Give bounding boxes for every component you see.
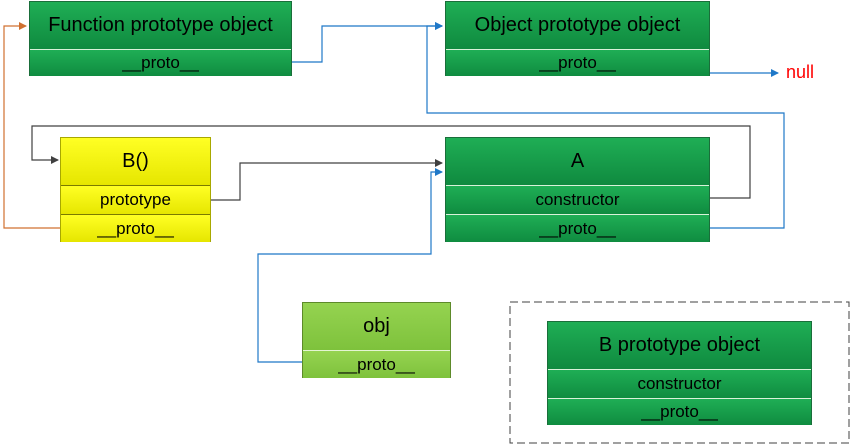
object-prototype-proto-field: __proto__ [446,49,709,76]
b-prototype-dashed-group [509,301,850,444]
a-object: A constructor __proto__ [445,137,710,242]
obj-instance-proto-field: __proto__ [303,350,450,378]
b-prototype-title: B prototype object [548,322,811,369]
object-prototype-object: Object prototype object __proto__ [445,1,710,76]
b-function-proto-field: __proto__ [61,214,210,242]
function-prototype-title: Function prototype object [30,2,291,49]
null-label: null [786,62,815,82]
arrow-a-constructor-to-b [31,125,751,199]
b-prototype-object: B prototype object constructor __proto__ [547,321,812,425]
b-prototype-constructor-field: constructor [548,369,811,398]
obj-instance-title: obj [303,303,450,350]
function-prototype-object: Function prototype object __proto__ [29,1,292,76]
arrow-function-proto-to-object-proto [292,22,443,63]
arrow-a-proto-to-object-proto [426,22,785,229]
object-prototype-title: Object prototype object [446,2,709,49]
a-object-proto-field: __proto__ [446,214,709,242]
b-function: B() prototype __proto__ [60,137,211,242]
a-object-title: A [446,138,709,185]
a-object-constructor-field: constructor [446,185,709,214]
b-function-prototype-field: prototype [61,185,210,214]
function-prototype-proto-field: __proto__ [30,49,291,76]
arrow-obj-proto-to-a [257,168,443,363]
arrow-b-prototype-to-a [211,159,443,201]
arrow-b-proto-to-function-proto [3,22,60,229]
obj-instance: obj __proto__ [302,302,451,378]
b-prototype-proto-field: __proto__ [548,398,811,425]
b-function-title: B() [61,138,210,185]
